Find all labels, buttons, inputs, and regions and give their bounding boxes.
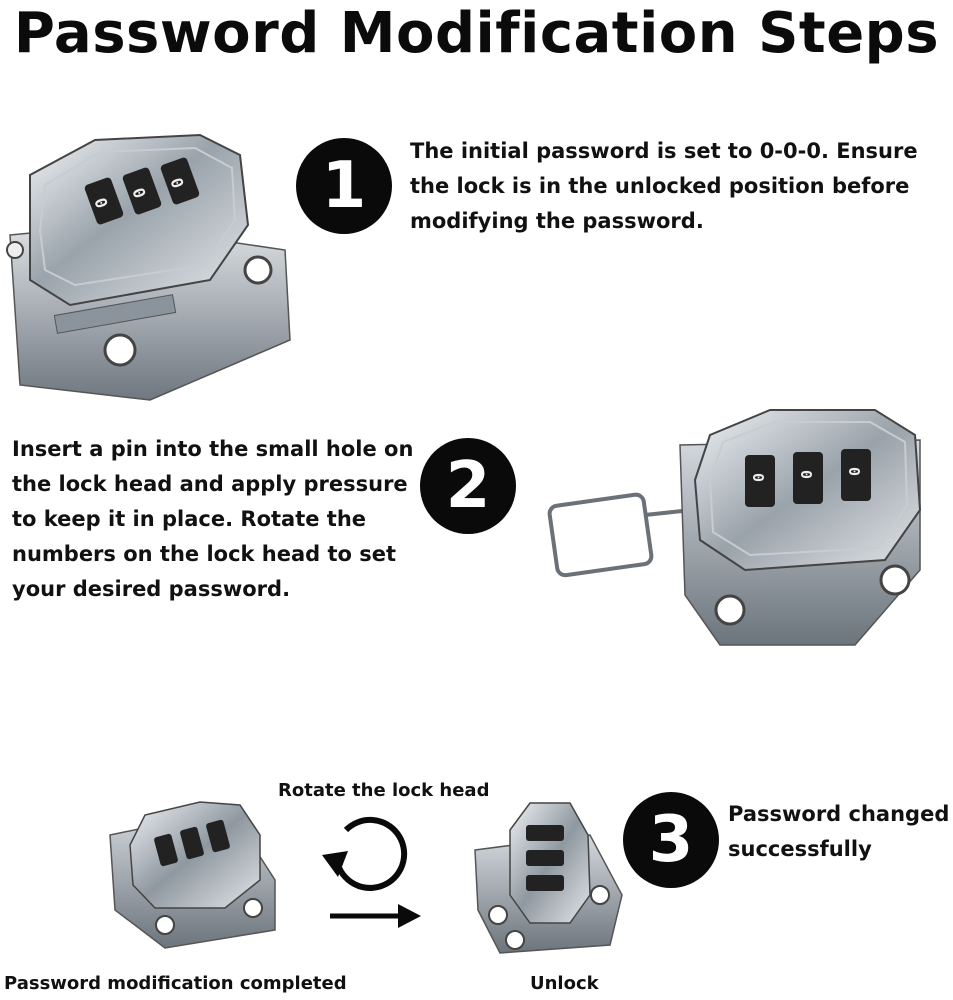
- step-2-line-5: your desired password.: [12, 577, 291, 601]
- step-1-line-1: The initial password is set to 0-0-0. En…: [410, 139, 918, 163]
- rotate-caption: Rotate the lock head: [278, 780, 490, 801]
- step-3-line-1: Password changed: [728, 802, 950, 826]
- svg-text:0: 0: [845, 467, 863, 476]
- step-1-text: The initial password is set to 0-0-0. En…: [410, 134, 918, 239]
- svg-text:0: 0: [749, 473, 767, 482]
- step-2-line-3: to keep it in place. Rotate the: [12, 507, 367, 531]
- step-2-text: Insert a pin into the small hole on the …: [12, 432, 413, 607]
- step-3-badge: 3: [623, 792, 719, 888]
- step-1-line-2: the lock is in the unlocked position bef…: [410, 174, 910, 198]
- page-title: Password Modification Steps: [13, 1, 940, 66]
- completed-caption: Password modification completed: [4, 973, 347, 994]
- step-3-text: Password changed successfully: [728, 797, 949, 867]
- step-1-line-3: modifying the password.: [410, 209, 704, 233]
- step-2-badge: 2: [420, 438, 516, 534]
- step-2-line-1: Insert a pin into the small hole on: [12, 437, 414, 461]
- step-3-line-2: successfully: [728, 837, 872, 861]
- right-arrow-icon: [330, 904, 421, 928]
- unlock-caption: Unlock: [530, 973, 599, 994]
- step-1-badge: 1: [296, 138, 392, 234]
- lock-image-completed: [109, 801, 276, 949]
- lock-with-pin-image: 0 0 0: [547, 409, 922, 646]
- rotate-arrow-icon: [322, 816, 408, 891]
- step-2-line-2: the lock head and apply pressure: [12, 472, 408, 496]
- svg-text:0: 0: [797, 470, 815, 479]
- lock-image-step-1: 0 0 0: [6, 133, 291, 401]
- step-2-line-4: numbers on the lock head to set: [12, 542, 397, 566]
- lock-image-unlock: [474, 802, 623, 954]
